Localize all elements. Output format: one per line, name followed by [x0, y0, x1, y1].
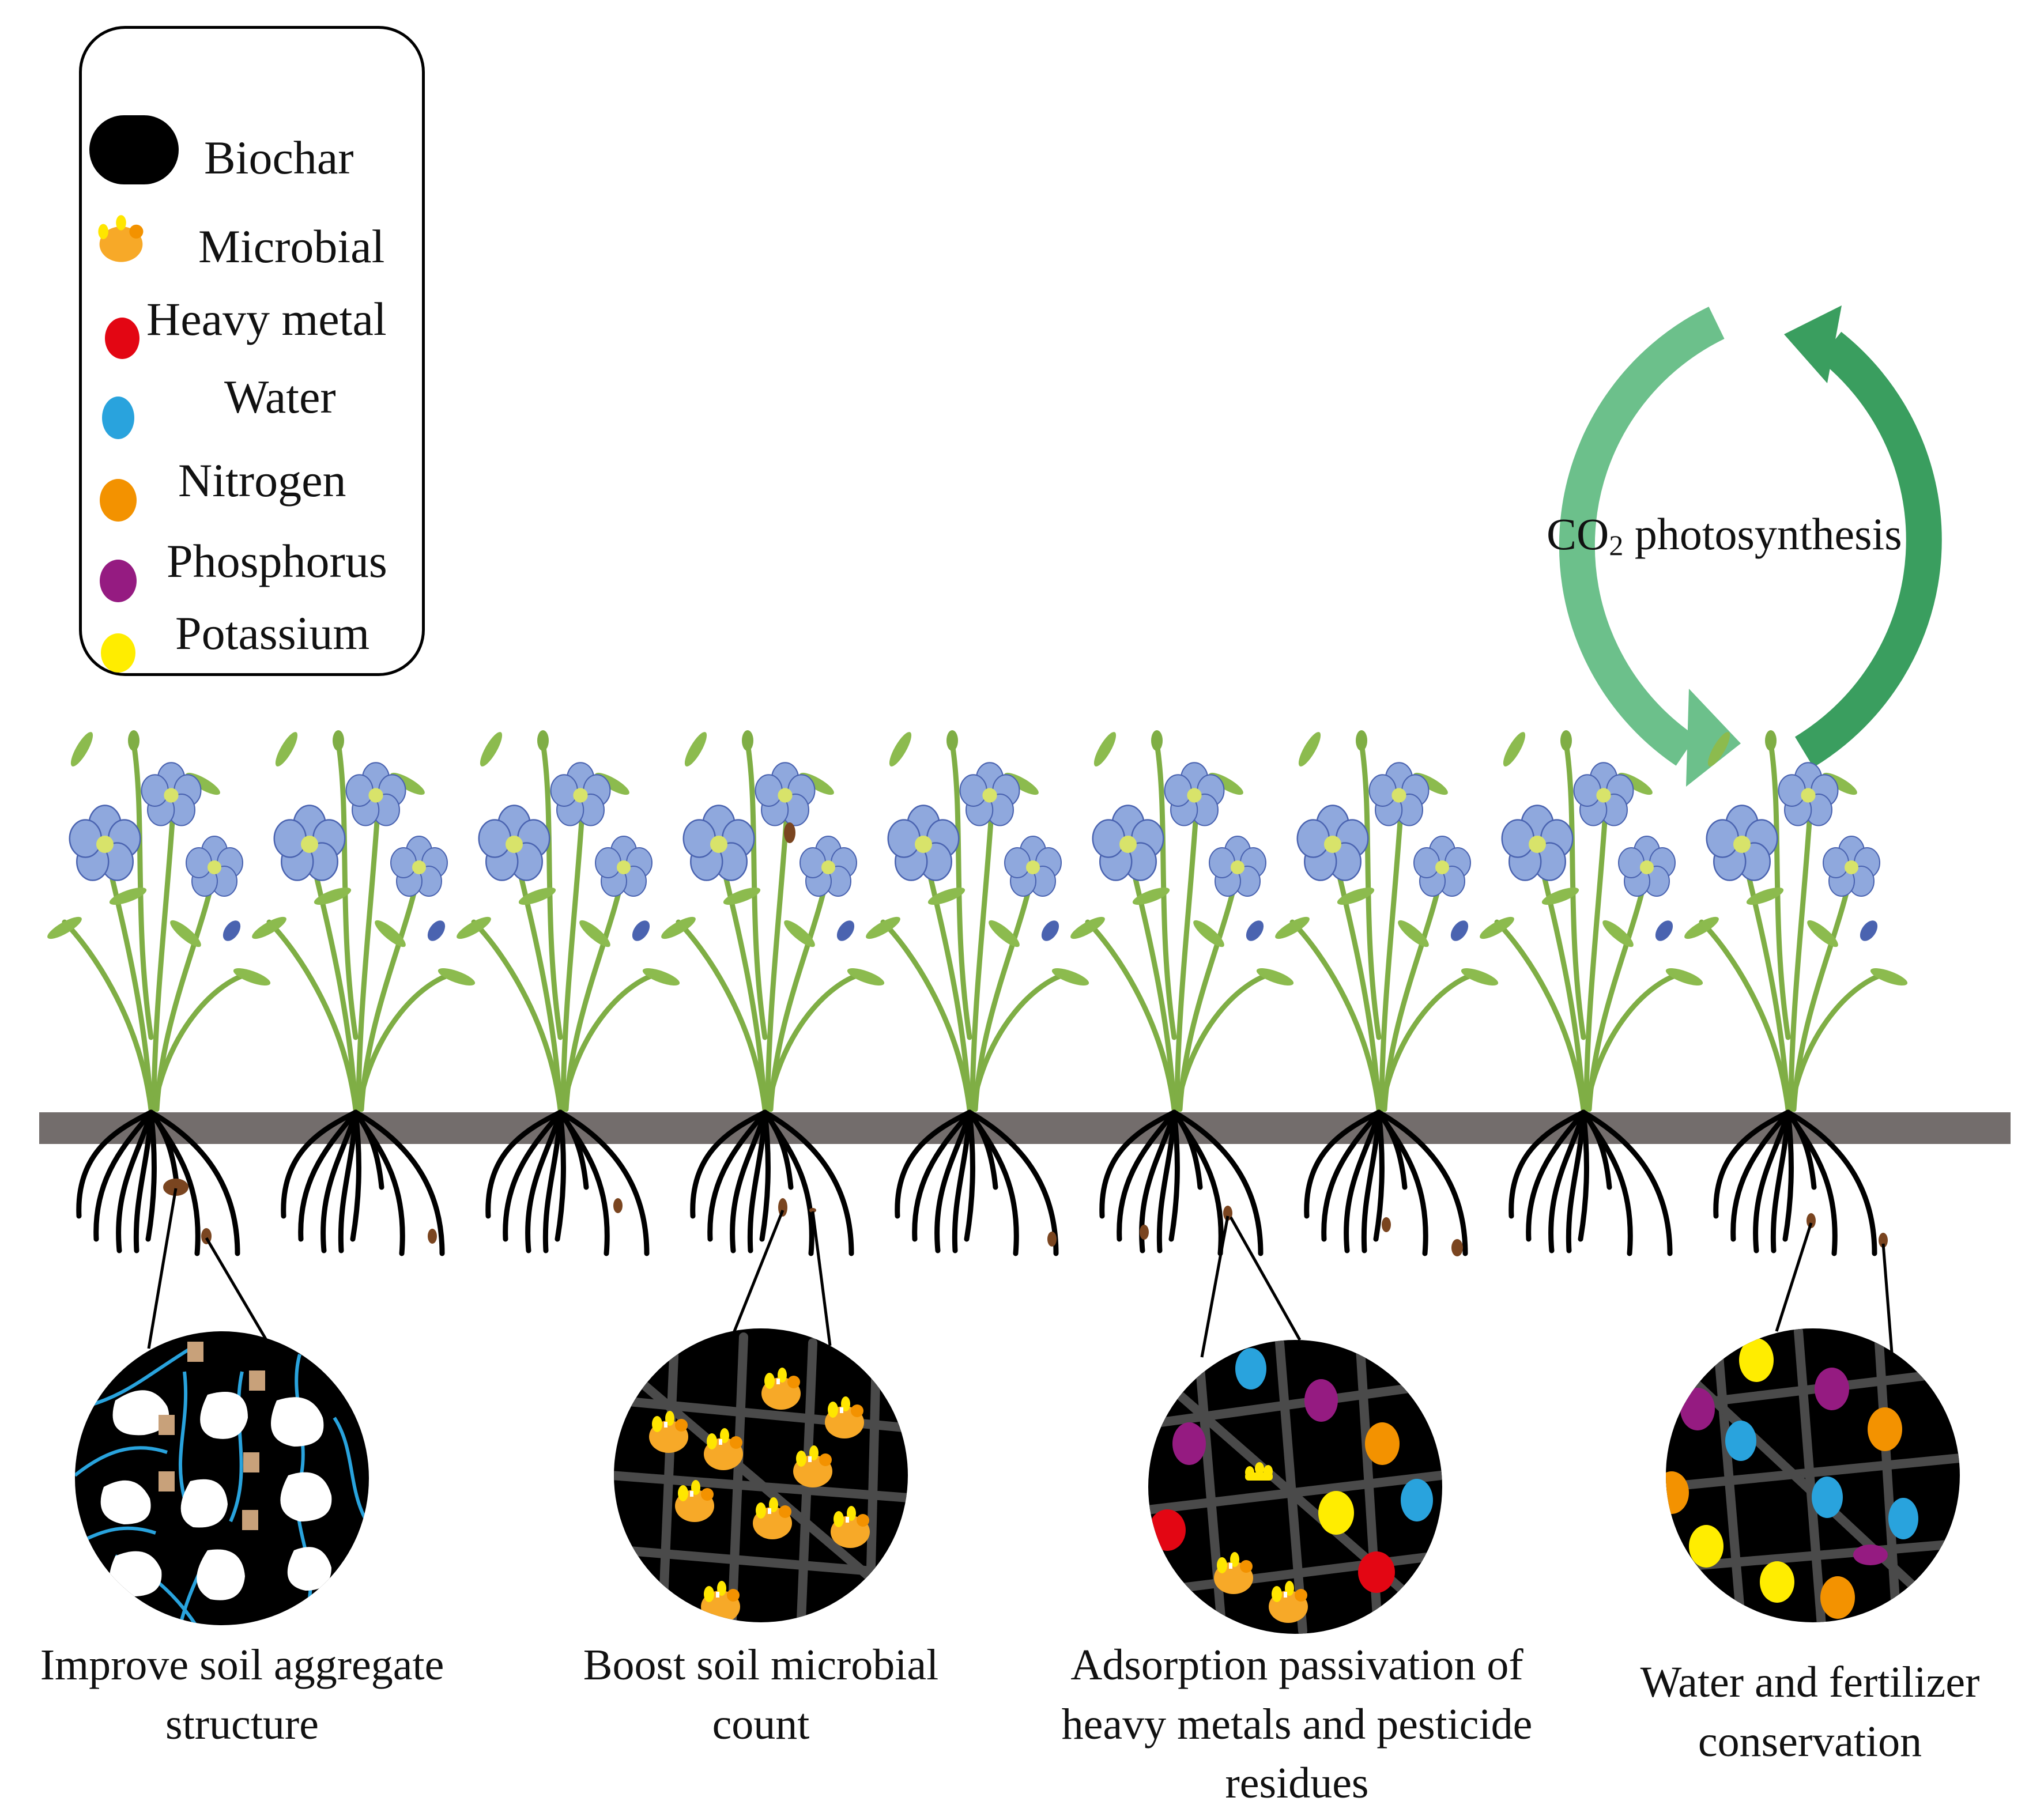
- caption-microbes: Boost soil microbial count: [519, 1636, 1003, 1754]
- root-cluster: [281, 1109, 445, 1256]
- caption-microbes-line1: Boost soil microbial: [583, 1641, 939, 1689]
- root-cluster: [895, 1109, 1059, 1256]
- caption-water-fertilizer-line2: conservation: [1698, 1717, 1922, 1766]
- flax-plants: [47, 730, 1908, 1112]
- flax-plant: [1684, 730, 1908, 1112]
- legend-label-phosphorus: Phosphorus: [167, 535, 387, 587]
- legend-label-nitrogen: Nitrogen: [178, 454, 346, 507]
- flax-plant: [661, 730, 885, 1112]
- legend-label-biochar: Biochar: [204, 131, 354, 184]
- cycle-label-prefix: CO: [1547, 509, 1609, 559]
- legend-label-water: Water: [224, 371, 336, 423]
- heavy-metal-dot-icon: [105, 318, 139, 359]
- caption-adsorption: Adsorption passivation of heavy metals a…: [1014, 1636, 1579, 1813]
- flax-plant: [1070, 730, 1294, 1112]
- caption-water-fertilizer: Water and fertilizer conservation: [1556, 1653, 2029, 1771]
- light-arrow: [1559, 307, 1725, 766]
- caption-aggregate: Improve soil aggregate structure: [0, 1636, 484, 1754]
- light-arrowhead: [1686, 689, 1741, 787]
- root-cluster: [76, 1109, 240, 1256]
- root-cluster: [1713, 1109, 1877, 1256]
- dark-arrowhead: [1784, 305, 1842, 383]
- water-dot-icon: [102, 397, 134, 439]
- caption-adsorption-line2: heavy metals and pesticide: [1061, 1700, 1533, 1749]
- caption-aggregate-line1: Improve soil aggregate: [40, 1641, 444, 1689]
- flax-plant: [1275, 730, 1499, 1112]
- caption-microbes-line2: count: [712, 1700, 810, 1749]
- zoom-circle-adsorption: [1148, 1340, 1442, 1634]
- legend-label-microbial: Microbial: [198, 220, 385, 273]
- zoom-circle-aggregate: [75, 1331, 369, 1625]
- caption-adsorption-line3: residues: [1225, 1759, 1369, 1808]
- legend-label-potassium: Potassium: [175, 607, 370, 659]
- caption-adsorption-line1: Adsorption passivation of: [1070, 1641, 1523, 1689]
- flax-plant: [47, 730, 271, 1112]
- root-cluster: [1508, 1109, 1673, 1256]
- caption-water-fertilizer-line1: Water and fertilizer: [1640, 1658, 1980, 1706]
- flax-plant: [866, 730, 1089, 1112]
- flax-plant: [457, 730, 680, 1112]
- cycle-label-subscript: 2: [1609, 529, 1624, 561]
- dark-arrow: [1794, 331, 1942, 768]
- zoom-circle-water-fertilizer: [1666, 1328, 1960, 1622]
- nitrogen-dot-icon: [100, 479, 137, 522]
- root-cluster: [1099, 1109, 1264, 1256]
- co2-cycle-arrows: [1559, 305, 1942, 787]
- cycle-label: CO2 photosynthesis: [1547, 512, 1902, 560]
- root-cluster: [485, 1109, 650, 1256]
- biochar-blob-icon: [89, 115, 179, 184]
- flax-plant: [252, 730, 476, 1112]
- zoom-connector-lines: [147, 1188, 1895, 1375]
- legend-label-heavy-metal: Heavy metal: [146, 293, 387, 345]
- zoom-circle-microbes: [614, 1328, 908, 1622]
- potassium-dot-icon: [101, 633, 135, 673]
- plant-roots: [76, 1109, 1877, 1256]
- cycle-label-suffix: photosynthesis: [1623, 509, 1902, 559]
- legend-icons: [89, 115, 179, 673]
- root-cluster: [690, 1109, 854, 1256]
- caption-aggregate-line2: structure: [165, 1700, 319, 1749]
- biochar-particles: [163, 822, 1888, 1256]
- flax-plant: [1480, 730, 1703, 1112]
- legend-box: Biochar Microbial Heavy metal Water Nitr…: [79, 26, 425, 676]
- phosphorus-dot-icon: [100, 560, 137, 602]
- microbe-icon: [98, 215, 144, 262]
- root-cluster: [1304, 1109, 1468, 1256]
